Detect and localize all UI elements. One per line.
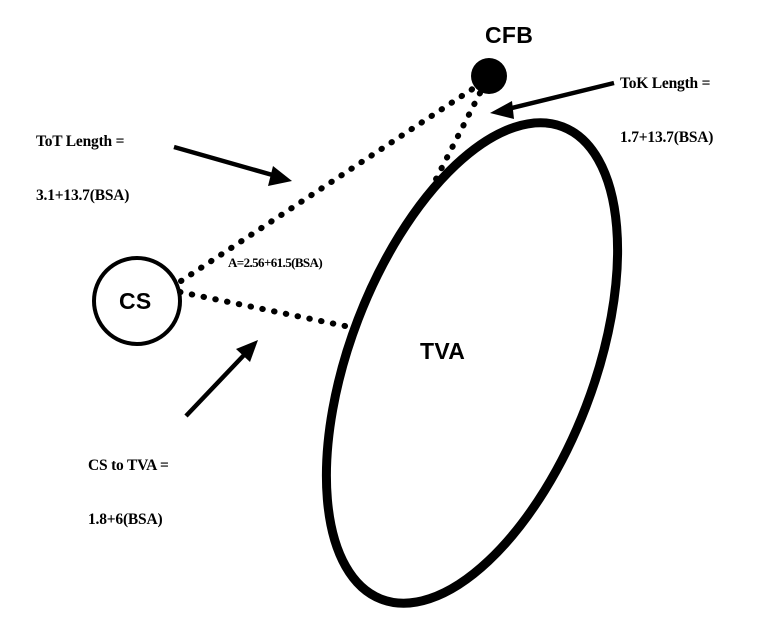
tva-ellipse <box>321 118 623 608</box>
tva-structure-label: TVA <box>420 338 466 364</box>
cs-to-tva-callout: CS to TVA = 1.8+6(BSA) <box>88 420 169 566</box>
tok-callout-arrow <box>490 80 615 119</box>
tot-arrow-shaft <box>173 144 277 179</box>
dotted-line-cs-tva <box>177 289 353 330</box>
tot-arrow-head <box>268 166 292 186</box>
tok-arrow-shaft <box>507 80 615 112</box>
tot-callout-line-2: 3.1+13.7(BSA) <box>36 187 130 205</box>
cs-circle-group <box>92 256 182 346</box>
tok-length-callout: ToK Length = 1.7+13.7(BSA) <box>620 38 713 184</box>
cfb-structure-label: CFB <box>485 22 534 48</box>
cs-to-tva-arrow-head <box>236 340 258 362</box>
tot-callout-line-1: ToT Length = <box>36 132 125 150</box>
cs-to-tva-callout-line-2: 1.8+6(BSA) <box>88 511 163 529</box>
angle-a-formula-label: A=2.56+61.5(BSA) <box>228 255 323 270</box>
tot-callout-arrow <box>173 144 292 186</box>
cfb-dot-group <box>471 58 507 94</box>
cs-to-tva-callout-line-1: CS to TVA = <box>88 456 169 474</box>
tot-length-callout: ToT Length = 3.1+13.7(BSA) <box>36 96 129 242</box>
cs-circle <box>92 256 182 346</box>
tok-arrow-head <box>490 101 514 119</box>
tok-callout-line-1: ToK Length = <box>620 74 711 92</box>
cfb-dot <box>471 58 507 94</box>
dotted-connectors <box>177 85 483 330</box>
cs-structure-label: CS <box>119 288 152 314</box>
dotted-line-cfb-tva <box>431 90 483 186</box>
dotted-line-cs-cfb <box>178 85 477 284</box>
tok-callout-line-2: 1.7+13.7(BSA) <box>620 129 714 147</box>
cs-to-tva-callout-arrow <box>184 340 258 418</box>
cs-to-tva-arrow-shaft <box>184 352 247 418</box>
tva-ellipse-group <box>321 118 623 608</box>
